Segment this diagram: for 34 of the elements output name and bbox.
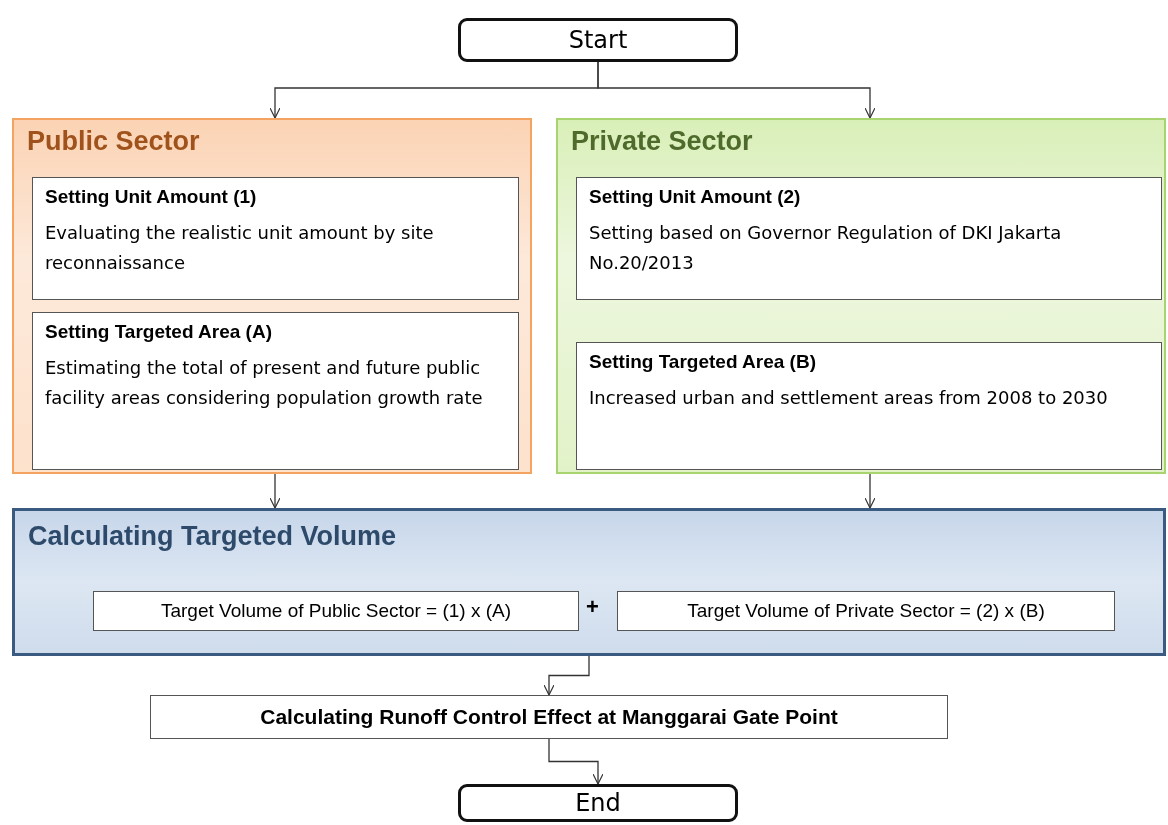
arrow [269,473,281,509]
formula-box [617,591,1115,631]
panel-heading: Private Sector [571,126,753,157]
sector-panel [556,118,1166,474]
formula-text: Target Volume of Private Sector = (2) x (B) [687,600,1045,622]
operator-symbol: + [586,594,599,620]
sector-panel [12,118,532,474]
step-box [576,342,1162,470]
panel-heading: Calculating Targeted Volume [28,521,397,552]
terminal-box [458,784,738,822]
process-box [150,695,948,739]
arrow [548,738,604,785]
step-heading: Setting Targeted Area (A) [45,321,273,343]
process-panel [12,508,1166,656]
step-heading: Setting Targeted Area (B) [589,351,817,373]
formula-text: Target Volume of Public Sector = (1) x (A) [160,600,512,622]
terminal-box [458,18,738,62]
process-label: Calculating Runoff Control Effect at Manggarai Gate Point [260,705,838,729]
terminal-label: Start [568,26,628,54]
step-description: Estimating the total of present and future public facility areas considering population growth rate [45,356,484,410]
arrow [864,473,876,509]
step-box [576,177,1162,300]
step-box [32,312,519,470]
formula-box [93,591,579,631]
step-heading: Setting Unit Amount (1) [45,186,258,208]
arrow [597,61,876,119]
step-description: Setting based on Governor Regulation of DKI Jakarta No.20/2013 [589,221,1063,275]
panel-heading: Public Sector [27,126,200,157]
step-description: Evaluating the realistic unit amount by site reconnaissance [45,221,435,275]
step-description: Increased urban and settlement areas from 2008 to 2030 [589,386,1109,410]
step-heading: Setting Unit Amount (2) [589,186,802,208]
arrow [543,655,590,696]
terminal-label: End [575,789,621,817]
step-box [32,177,519,300]
